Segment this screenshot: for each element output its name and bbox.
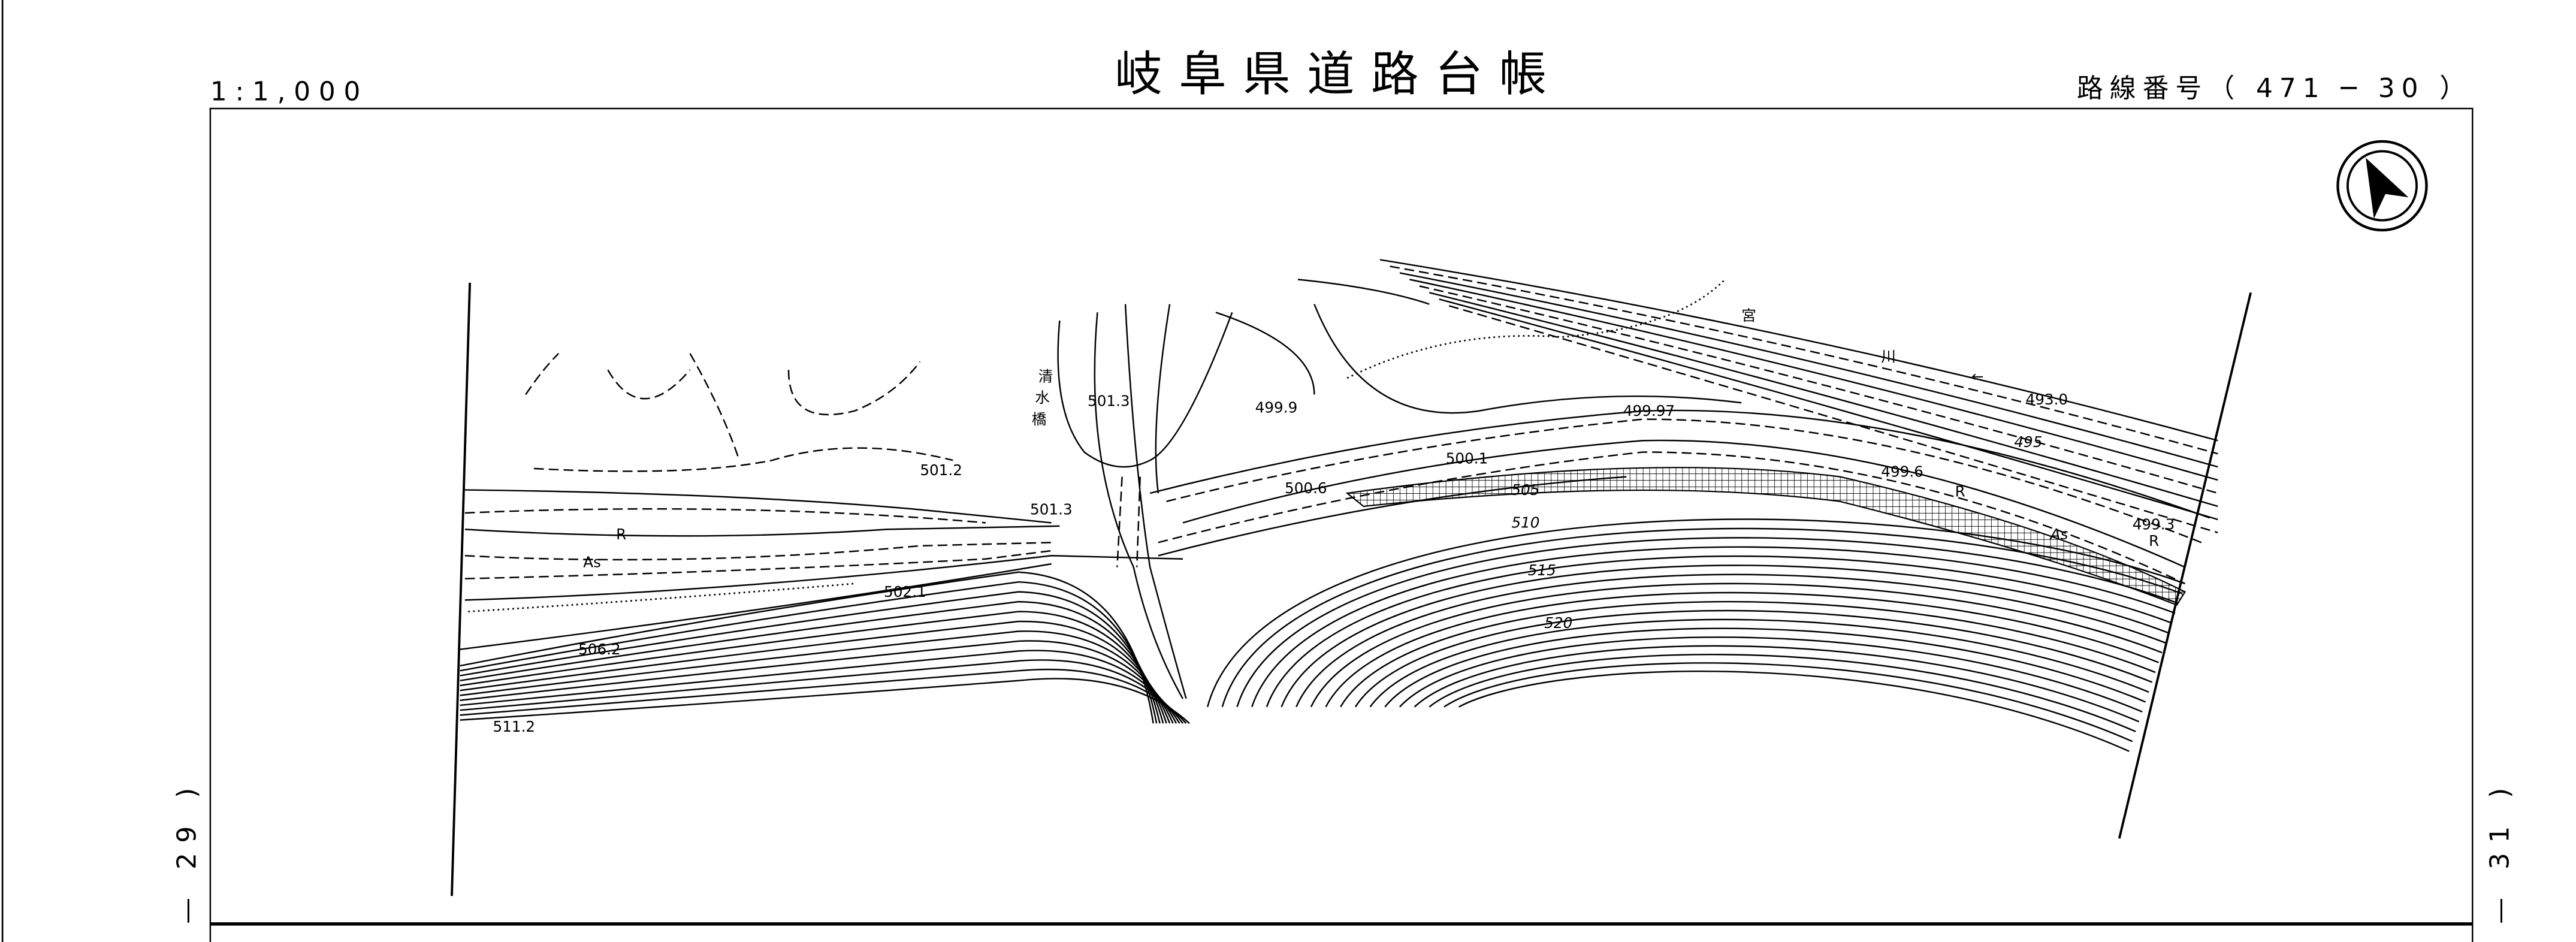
contour-line xyxy=(460,581,1158,724)
elevation-label: 501.2 xyxy=(920,461,962,479)
stream-channel xyxy=(1057,304,1233,699)
contour-line xyxy=(1399,636,2143,713)
contour-line xyxy=(1439,298,2218,521)
contour-line xyxy=(1458,671,2130,752)
contour-line xyxy=(1399,272,2218,468)
elevation-label: 500.1 xyxy=(1446,450,1488,467)
elevation-label: 515 xyxy=(1528,561,1556,579)
elevation-label: 511.2 xyxy=(493,718,536,735)
contour-line xyxy=(1325,591,2160,708)
elevation-label: 520 xyxy=(1544,614,1572,632)
contour-line xyxy=(1429,654,2136,732)
sheet-limit-left xyxy=(451,282,472,896)
contour-line xyxy=(460,600,1164,724)
contour-line xyxy=(460,591,1161,724)
elevation-label: 493.0 xyxy=(2026,391,2068,408)
contour-line xyxy=(1251,546,2176,708)
road-lines xyxy=(460,409,2210,650)
map-frame xyxy=(209,107,2474,942)
contour-line xyxy=(460,659,1184,724)
contour-line xyxy=(460,571,1154,724)
contour-line xyxy=(1340,600,2156,708)
surface-label: As xyxy=(583,553,601,570)
north-arrow-icon xyxy=(2336,140,2428,232)
contour-line xyxy=(1310,582,2163,708)
elevation-label: 499.6 xyxy=(1881,463,1923,481)
contour-line xyxy=(1236,537,2179,708)
previous-sheet-label: — 29 ) xyxy=(171,778,202,924)
contour-line xyxy=(1281,564,2169,708)
contour-line xyxy=(460,650,1180,724)
contour-line xyxy=(460,668,1187,724)
hatched-retaining-wall xyxy=(1345,467,2187,606)
surface-label: As xyxy=(2049,526,2068,543)
contour-line xyxy=(1369,618,2149,708)
page-title: 岐阜県道路台帳 xyxy=(1115,46,1563,102)
contour-line xyxy=(1448,305,2218,534)
contour-line xyxy=(1429,292,2218,508)
contour-line xyxy=(1379,259,2218,442)
river-name-char: 川 xyxy=(1881,348,1896,366)
contour-line xyxy=(1295,573,2166,708)
elevation-label: 502.1 xyxy=(884,583,926,600)
contour-line xyxy=(460,611,1167,724)
elevation-label: 500.6 xyxy=(1285,479,1327,497)
contour-line xyxy=(460,630,1174,724)
sheet-limit-right xyxy=(2118,292,2252,839)
contour-line xyxy=(1384,627,2146,708)
river-name-char: 宮 xyxy=(1741,307,1756,324)
contour-line xyxy=(1354,609,2153,708)
surface-label: R xyxy=(616,526,626,543)
contour-line xyxy=(1419,285,2218,494)
elevation-label: 501.3 xyxy=(1030,501,1073,518)
contour-line xyxy=(1443,662,2133,742)
river-bank-lines xyxy=(1379,259,2218,534)
elevation-label: 501.3 xyxy=(1088,393,1130,410)
map-labels: 宮 川 ← 清 水 橋 R As R As R 501.3 499.9 499.… xyxy=(493,307,2175,735)
flow-direction-arrow: ← xyxy=(1971,367,1984,385)
contour-line xyxy=(460,678,1190,724)
contour-line xyxy=(1266,555,2172,708)
bridge-name-char: 橋 xyxy=(1032,410,1047,428)
bridge-name-char: 水 xyxy=(1035,389,1050,406)
contour-line xyxy=(460,640,1177,724)
elevation-label: 510 xyxy=(1511,514,1539,532)
surface-label: R xyxy=(2149,532,2159,550)
next-sheet-label: — 31 ) xyxy=(2485,778,2515,924)
contour-line xyxy=(1390,265,2218,455)
contour-line xyxy=(460,620,1171,724)
contour-line xyxy=(1414,645,2140,723)
slope-contour-lines xyxy=(460,571,1190,724)
terrain-boundaries xyxy=(525,279,1742,472)
contour-line xyxy=(1409,279,2218,481)
elevation-label: 505 xyxy=(1511,481,1539,499)
scale-label: 1:1,000 xyxy=(210,76,369,107)
elevation-label: 499.3 xyxy=(2133,515,2175,533)
elevation-label: 495 xyxy=(2014,433,2042,451)
surface-label: R xyxy=(1955,483,1965,500)
route-number: 路線番号（ 471 ─ 30 ） xyxy=(2077,73,2472,104)
elevation-label: 506.2 xyxy=(578,641,621,658)
elevation-label: 499.9 xyxy=(1255,399,1298,416)
bridge-name-char: 清 xyxy=(1038,367,1053,385)
elevation-label: 499.97 xyxy=(1623,402,1675,419)
